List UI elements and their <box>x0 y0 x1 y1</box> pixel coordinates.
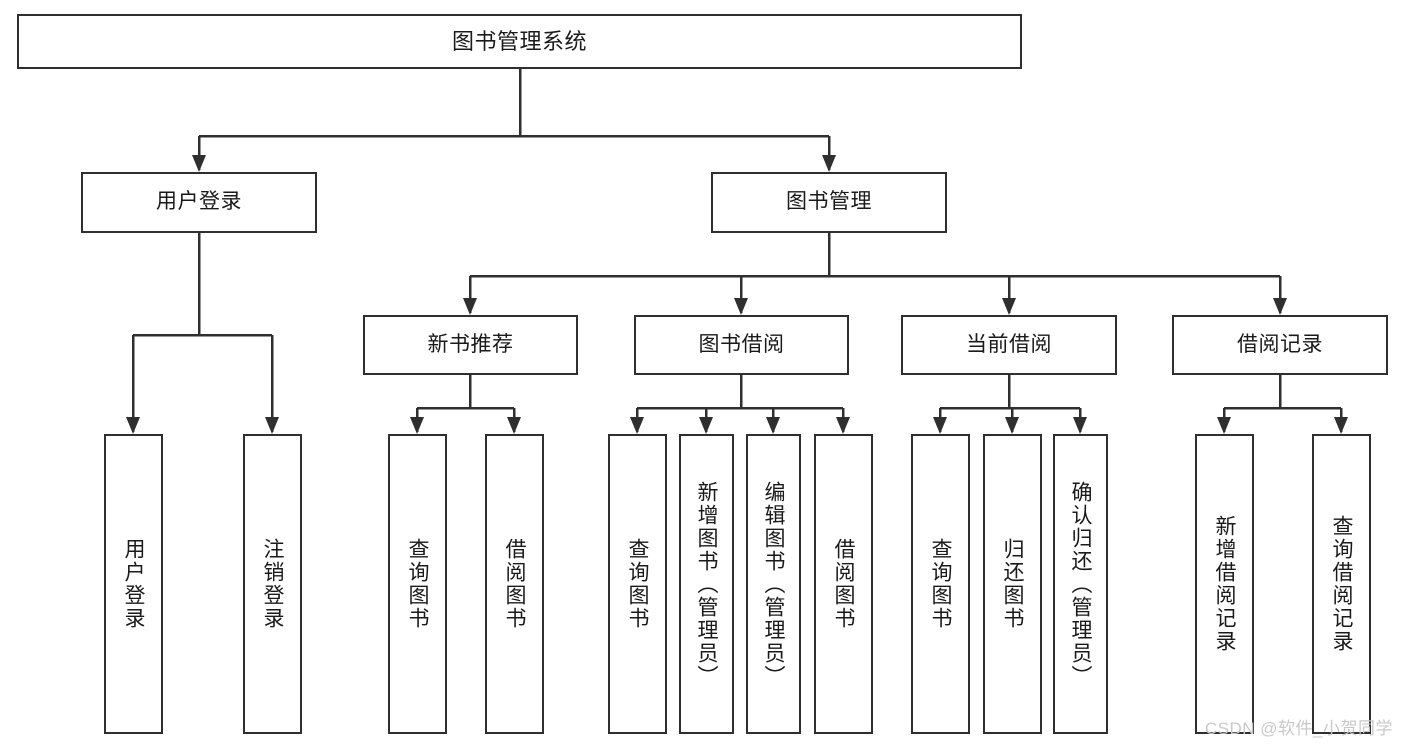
connector-arrowhead-icon <box>1273 298 1287 315</box>
node-leaf-return-book: 归还图书 <box>983 434 1042 734</box>
connector-root-to-level1 <box>192 69 836 172</box>
node-root: 图书管理系统 <box>17 14 1022 69</box>
node-borrow-record: 借阅记录 <box>1172 315 1388 375</box>
connector-arrowhead-icon <box>410 417 424 434</box>
node-label: 编辑图书（管理员） <box>762 480 785 688</box>
connector-arrowhead-icon <box>1002 298 1016 315</box>
node-label: 查询借阅记录 <box>1330 515 1353 653</box>
node-leaf-borrow-book-1: 借阅图书 <box>485 434 544 734</box>
node-leaf-query-book-1: 查询图书 <box>388 434 447 734</box>
connector-arrowhead-icon <box>126 417 140 434</box>
node-leaf-borrow-book-2: 借阅图书 <box>814 434 873 734</box>
connector-bookborrow-to-leaves <box>630 375 850 434</box>
node-label: 图书管理 <box>786 190 872 214</box>
node-label: 当前借阅 <box>966 332 1052 356</box>
node-label: 确认归还（管理员） <box>1069 480 1092 688</box>
node-leaf-user-login: 用户登录 <box>104 434 163 734</box>
connector-arrowhead-icon <box>463 298 477 315</box>
watermark: CSDN @软件_小贺同学 <box>1204 719 1393 738</box>
node-label: 用户登录 <box>156 190 242 214</box>
node-current-borrow: 当前借阅 <box>901 315 1117 375</box>
connector-arrowhead-icon <box>836 417 850 434</box>
node-leaf-add-record: 新增借阅记录 <box>1195 434 1254 734</box>
node-label: 借阅记录 <box>1237 332 1323 356</box>
connector-arrowhead-icon <box>822 155 836 172</box>
node-label: 图书借阅 <box>698 332 785 356</box>
node-book-manage: 图书管理 <box>711 172 947 233</box>
connector-arrowhead-icon <box>1217 417 1231 434</box>
node-label: 归还图书 <box>1001 538 1024 630</box>
connector-arrowhead-icon <box>1334 417 1348 434</box>
node-leaf-query-book-3: 查询图书 <box>911 434 970 734</box>
connector-arrowhead-icon <box>933 417 947 434</box>
node-new-book-rec: 新书推荐 <box>363 315 578 375</box>
node-label: 新增图书（管理员） <box>695 480 718 688</box>
node-label: 图书管理系统 <box>451 28 587 54</box>
connector-arrowhead-icon <box>1005 417 1019 434</box>
node-leaf-query-record: 查询借阅记录 <box>1312 434 1371 734</box>
connector-userlogin-to-leaves <box>126 233 279 434</box>
node-leaf-edit-book: 编辑图书（管理员） <box>746 434 801 734</box>
node-label: 用户登录 <box>122 538 145 630</box>
connector-arrowhead-icon <box>766 417 780 434</box>
connector-arrowhead-icon <box>192 155 206 172</box>
node-book-borrow: 图书借阅 <box>634 315 849 375</box>
node-label: 新增借阅记录 <box>1213 515 1236 653</box>
node-leaf-query-book-2: 查询图书 <box>608 434 667 734</box>
node-label: 查询图书 <box>929 538 952 630</box>
connector-borrowrecord-to-leaves <box>1217 375 1348 434</box>
node-label: 查询图书 <box>406 538 429 630</box>
node-label: 借阅图书 <box>503 538 526 630</box>
connector-arrowhead-icon <box>1073 417 1087 434</box>
connector-arrowhead-icon <box>699 417 713 434</box>
node-leaf-confirm-return: 确认归还（管理员） <box>1053 434 1108 734</box>
node-label: 借阅图书 <box>832 538 855 630</box>
connector-arrowhead-icon <box>630 417 644 434</box>
connector-bookmanage-to-level2 <box>463 233 1287 315</box>
node-label: 查询图书 <box>626 538 649 630</box>
connector-currentborrow-to-leaves <box>933 375 1087 434</box>
node-label: 注销登录 <box>261 538 284 630</box>
connector-newbookrec-to-leaves <box>410 375 521 434</box>
node-user-login: 用户登录 <box>81 172 317 233</box>
connector-arrowhead-icon <box>265 417 279 434</box>
connector-arrowhead-icon <box>734 298 748 315</box>
connector-arrowhead-icon <box>507 417 521 434</box>
node-leaf-add-book: 新增图书（管理员） <box>679 434 734 734</box>
node-label: 新书推荐 <box>427 332 514 356</box>
node-leaf-logout: 注销登录 <box>243 434 302 734</box>
